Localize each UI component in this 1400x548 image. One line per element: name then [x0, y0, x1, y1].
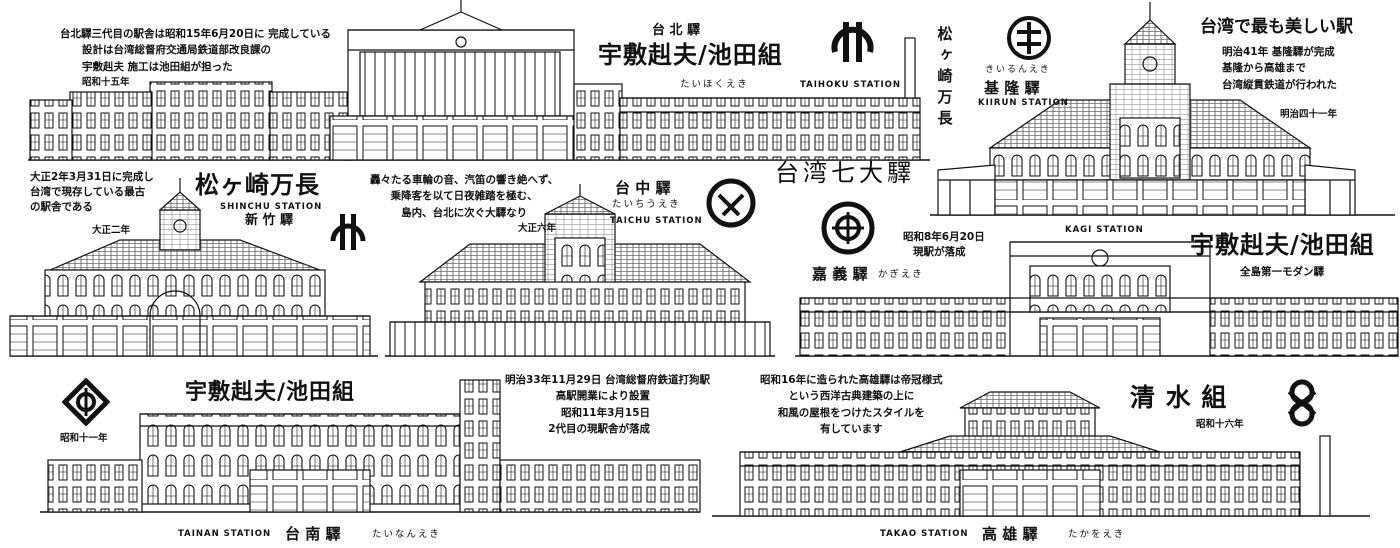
taichu-era: 大正六年 — [518, 223, 557, 234]
takao-era: 昭和十六年 — [1196, 419, 1244, 430]
kagi-note: 昭和8年6月20日 現駅が落成 — [903, 230, 985, 260]
taichu-label: 台 中 驛 — [615, 179, 671, 197]
shinchu-note-line: 台湾で現存している最古 — [30, 186, 146, 199]
taihoku-era: 昭和十五年 — [82, 77, 130, 88]
kiirun-en: KIIRUN STATION — [978, 98, 1069, 108]
taichu-kana: たいちうえき — [612, 199, 681, 210]
kiirun-era: 明治四十一年 — [1280, 109, 1338, 120]
tainan-label: 台 南 驛 — [285, 525, 341, 543]
takao-label: 高 雄 驛 — [982, 525, 1038, 543]
shinchu-note-line: 大正2年3月31日に完成し — [30, 171, 154, 183]
taihoku-note-line: 台北驛三代目の駅舎は昭和15年6月20日に 完成している — [60, 28, 331, 40]
tainan-note-line: 高駅開業により設置 — [555, 390, 650, 403]
kagi-builder: 宇敷赳夫/池田組 — [1190, 230, 1375, 259]
taihoku-kana: たいほくえき — [680, 79, 749, 90]
taichu-en: TAICHU STATION — [610, 216, 703, 226]
takao-note-line: 有しています — [819, 422, 883, 435]
taihoku-note-line: 設計は台湾総督府交通局鉄道部改良課の — [82, 44, 271, 57]
takao-note: 昭和16年に造られた高雄驛は帝冠様式 という西洋古典建築の上に 和風の屋根をつけ… — [760, 372, 943, 437]
tainan-note-line: 明治33年11月29日 台湾総督府鉄道打狗駅 — [505, 374, 710, 386]
taihoku-emblem-icon — [831, 22, 874, 62]
taihoku-note: 台北驛三代目の駅舎は昭和15年6月20日に 完成している 設計は台湾総督府交通局… — [60, 26, 331, 75]
taichu-note-line: 乗降客を以て日夜雑踏を極む、 — [390, 190, 538, 203]
takao-kana: たかをえき — [1068, 529, 1126, 540]
tainan-note-line: 昭和11年3月15日 — [560, 406, 650, 419]
taihoku-builder: 宇敷赳夫/池田組 — [598, 40, 783, 69]
tainan-emblem-icon — [62, 378, 110, 426]
shinchu-note: 大正2年3月31日に完成し 台湾で現存している最古 の駅舎である — [30, 170, 154, 216]
kagi-en: KAGI STATION — [1065, 225, 1144, 235]
kagi-tagline: 全島第一モダン驛 — [1240, 266, 1324, 278]
shinchu-emblem-icon — [330, 214, 366, 250]
kiirun-note: 明治41年 基隆驛が完成 基隆から高雄まで 台湾縦貫鉄道が行われた — [1222, 44, 1337, 93]
shinchu-en: SHINCHU STATION — [220, 202, 323, 212]
tainan-era: 昭和十一年 — [60, 433, 108, 444]
takao-builder: 清 水 組 — [1130, 383, 1228, 412]
takao-note-line: 昭和16年に造られた高雄驛は帝冠様式 — [760, 374, 943, 386]
taihoku-note-line: 宇敷赳夫 施工は池田組が担った — [82, 60, 233, 73]
kiirun-kana: きいるんえき — [985, 65, 1051, 75]
takao-en: TAKAO STATION — [880, 529, 969, 539]
tainan-note-line: 2代目の現駅舎が落成 — [548, 422, 650, 435]
taichu-note-line: 轟々たる車輪の音、汽笛の響き絶へず、 — [370, 174, 559, 186]
vertical-builder: 松ヶ崎万長 — [935, 26, 954, 131]
kiirun-note-line: 基隆から高雄まで — [1222, 62, 1306, 75]
tainan-note: 明治33年11月29日 台湾総督府鉄道打狗駅 高駅開業により設置 昭和11年3月… — [505, 372, 710, 437]
kagi-note-line: 現駅が落成 — [913, 246, 966, 259]
taihoku-label: 台 北 驛 — [652, 23, 701, 38]
shinchu-note-line: の駅舎である — [30, 201, 93, 214]
shinchu-era: 大正二年 — [92, 225, 131, 236]
shinchu-label: 新 竹 驛 — [245, 213, 294, 228]
kagi-label: 嘉 義 驛 — [812, 265, 868, 283]
kiirun-label: 基 隆 驛 — [984, 79, 1040, 97]
tainan-builder: 宇敷赳夫/池田組 — [185, 379, 356, 405]
taichu-note: 轟々たる車輪の音、汽笛の響き絶へず、 乗降客を以て日夜雑踏を極む、 島内、台北に… — [370, 172, 558, 221]
takao-note-line: という西洋古典建築の上に — [788, 390, 915, 403]
kiirun-note-line: 明治41年 基隆驛が完成 — [1222, 46, 1335, 58]
kiirun-headline: 台湾で最も美しい駅 — [1200, 17, 1353, 37]
kiirun-emblem-icon — [1007, 16, 1051, 60]
center-title: 台湾七大驛 — [775, 159, 915, 187]
taichu-emblem-icon — [706, 178, 756, 228]
kagi-kana: かぎえき — [878, 269, 924, 280]
tainan-en: TAINAN STATION — [178, 529, 272, 539]
tainan-kana: たいなんえき — [372, 529, 441, 540]
kagi-note-line: 昭和8年6月20日 — [903, 231, 985, 243]
taihoku-en: TAIHOKU STATION — [800, 80, 901, 90]
takao-note-line: 和風の屋根をつけたスタイルを — [777, 406, 925, 419]
shinchu-builder: 松ヶ崎万長 — [195, 170, 320, 199]
kagi-emblem-icon — [821, 201, 875, 255]
takao-emblem-icon — [1287, 379, 1317, 427]
taichu-note-line: 島内、台北に次ぐ大驛なり — [401, 206, 528, 219]
kiirun-note-line: 台湾縦貫鉄道が行われた — [1222, 78, 1337, 91]
